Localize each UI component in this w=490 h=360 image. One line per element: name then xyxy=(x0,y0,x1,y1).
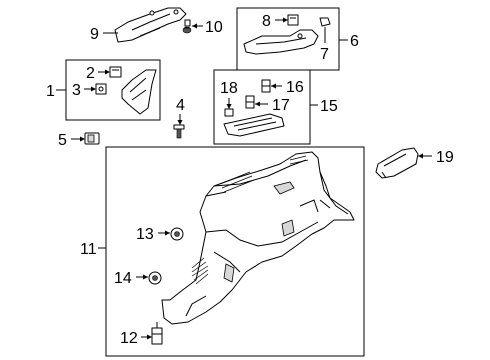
part-12-clip xyxy=(151,322,163,345)
arrowhead-10 xyxy=(192,23,197,29)
part-5-clip xyxy=(84,132,100,145)
part-13-grommet xyxy=(170,227,184,241)
lower-grille xyxy=(191,257,209,285)
part-10-push-pin xyxy=(182,19,192,34)
part-3-nut xyxy=(95,83,107,95)
part-18-clip xyxy=(224,108,234,117)
callout-8: 8 xyxy=(262,13,271,30)
part-6-trim-panel xyxy=(243,29,319,55)
part-7-clip xyxy=(319,17,331,27)
arrowhead-17 xyxy=(255,101,260,107)
arrowhead-12 xyxy=(147,334,152,340)
arrowhead-4 xyxy=(177,120,183,125)
group-box-11 xyxy=(105,146,365,357)
part-8-clip xyxy=(287,14,299,26)
group-box-15 xyxy=(213,69,311,145)
part-16-clip xyxy=(261,79,271,93)
arrowhead-14 xyxy=(143,274,148,280)
callout-14: 14 xyxy=(114,270,132,287)
callout-13: 13 xyxy=(136,226,154,243)
callout-2: 2 xyxy=(86,65,95,82)
callout-9: 9 xyxy=(90,26,99,43)
part-17-clip xyxy=(245,95,255,109)
arrowhead-2 xyxy=(105,69,110,75)
part-2-clip xyxy=(109,66,122,78)
callout-4: 4 xyxy=(176,97,185,114)
arrowhead-3 xyxy=(91,86,96,92)
callout-16: 16 xyxy=(286,79,304,96)
callout-18: 18 xyxy=(220,80,238,97)
callout-12: 12 xyxy=(120,330,138,347)
part-4-bolt xyxy=(173,124,185,139)
part-19-trim xyxy=(375,147,419,179)
callout-10: 10 xyxy=(205,19,223,36)
callout-5: 5 xyxy=(58,132,67,149)
callout-11: 11 xyxy=(80,241,97,258)
callout-3: 3 xyxy=(72,82,81,99)
part-1-bracket xyxy=(121,69,157,115)
arrowhead-13 xyxy=(165,230,170,236)
part-11-quarter-trim-panel xyxy=(161,151,355,325)
part-14-grommet xyxy=(148,271,162,285)
arrowhead-5 xyxy=(80,136,85,142)
arrowhead-16 xyxy=(271,83,276,89)
callout-1: 1 xyxy=(46,83,55,100)
arrowhead-18 xyxy=(226,104,232,109)
callout-17: 17 xyxy=(272,97,290,114)
callout-15: 15 xyxy=(320,98,338,115)
callout-7: 7 xyxy=(320,46,329,63)
part-9-upper-bracket xyxy=(114,7,187,43)
part-15-panel xyxy=(223,113,285,137)
arrowhead-19 xyxy=(418,153,423,159)
callout-6: 6 xyxy=(350,33,359,50)
callout-19: 19 xyxy=(436,149,454,166)
arrowhead-8 xyxy=(283,17,288,23)
